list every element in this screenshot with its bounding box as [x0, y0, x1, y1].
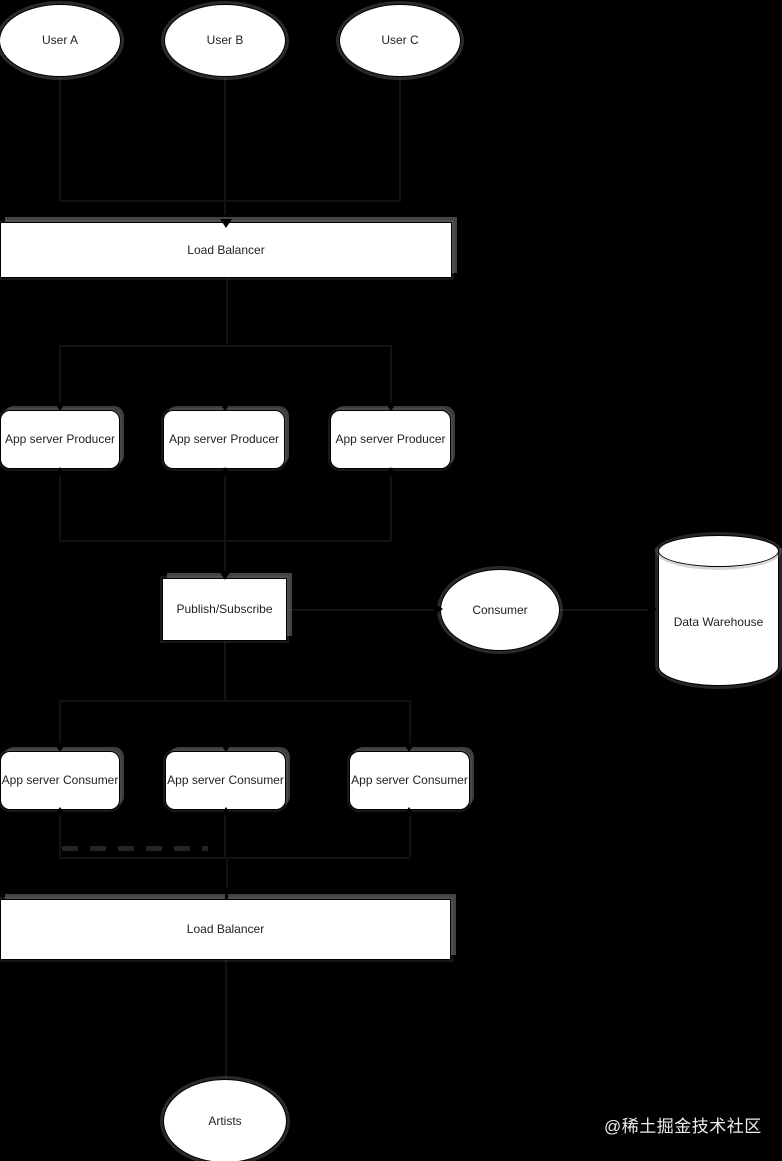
node-label: User B [206, 33, 244, 48]
node-artists: Artists [163, 1079, 287, 1161]
node-label: Load Balancer [187, 242, 265, 257]
connector-line [226, 278, 228, 346]
arrowhead-stub-icon [403, 807, 415, 816]
cylinder-top [658, 535, 779, 567]
connector-line-dashed [62, 846, 208, 851]
connector-line [59, 77, 61, 200]
connector-line [59, 857, 410, 859]
node-label: Consumer [472, 602, 528, 617]
connector-line [59, 200, 401, 202]
node-user-b: User B [164, 4, 286, 77]
node-label: App server Producer [4, 432, 116, 447]
arrowhead-down-icon [219, 571, 231, 580]
connector-line [224, 641, 226, 701]
node-publish-subscribe: Publish/Subscribe [162, 578, 287, 641]
node-consumer: Consumer [440, 569, 560, 651]
node-label: Data Warehouse [673, 615, 764, 629]
node-data-warehouse: Data Warehouse [658, 535, 779, 686]
node-label: Load Balancer [186, 922, 265, 937]
connector-line [59, 700, 410, 702]
node-app-server-producer-1: App server Producer [0, 410, 120, 469]
arrowhead-down-icon [385, 402, 397, 411]
connector-line [399, 77, 401, 200]
connector-line [224, 77, 226, 215]
arrowhead-down-icon [54, 402, 66, 411]
connector-line [59, 540, 391, 542]
arrowhead-stub-icon [385, 467, 397, 476]
connector-line [560, 609, 650, 611]
arrowhead-stub-icon [54, 467, 66, 476]
arrowhead-down-icon [219, 402, 231, 411]
arrowhead-down-icon [54, 743, 66, 752]
connector-line [390, 469, 392, 541]
node-app-server-consumer-2: App server Consumer [165, 751, 286, 810]
connector-line [225, 960, 227, 1079]
connector-line [59, 345, 61, 405]
connector-line [59, 700, 61, 744]
connector-line [59, 469, 61, 541]
node-app-server-producer-3: App server Producer [330, 410, 451, 469]
node-user-a: User A [0, 4, 121, 77]
connector-line [226, 857, 228, 891]
connector-line [59, 345, 391, 347]
node-load-balancer-top: Load Balancer [0, 222, 452, 278]
arrowhead-right-icon [434, 603, 443, 615]
node-label: App server Consumer [1, 773, 119, 788]
connector-line [409, 700, 411, 744]
watermark: @稀土掘金技术社区 [604, 1117, 762, 1136]
node-load-balancer-bottom: Load Balancer [0, 899, 451, 960]
node-label: Artists [208, 1113, 242, 1128]
node-label: App server Consumer [167, 773, 284, 788]
arrowhead-stub-icon [54, 807, 66, 816]
connector-line [224, 469, 226, 573]
node-app-server-consumer-1: App server Consumer [0, 751, 120, 810]
node-label: User C [381, 33, 419, 48]
connector-line [409, 810, 411, 858]
arrowhead-down-icon [403, 743, 415, 752]
node-label: App server Producer [335, 432, 446, 447]
cylinder-body [658, 551, 779, 686]
connector-tick [225, 888, 228, 900]
arrowhead-right-icon [648, 603, 657, 615]
node-label: App server Producer [168, 432, 280, 447]
connector-line [59, 810, 61, 858]
node-app-server-consumer-3: App server Consumer [349, 751, 470, 810]
connector-line [390, 345, 392, 405]
connector-line [224, 810, 226, 858]
connector-line [287, 609, 437, 611]
node-app-server-producer-2: App server Producer [163, 410, 285, 469]
arrowhead-down-icon [220, 743, 232, 752]
arrowhead-stub-icon [220, 807, 232, 816]
node-label: Publish/Subscribe [176, 602, 273, 617]
node-label: User A [41, 33, 78, 48]
arrowhead-down-icon [220, 219, 232, 228]
node-user-c: User C [339, 4, 461, 77]
node-label: App server Consumer [351, 773, 468, 788]
arrowhead-stub-icon [219, 467, 231, 476]
